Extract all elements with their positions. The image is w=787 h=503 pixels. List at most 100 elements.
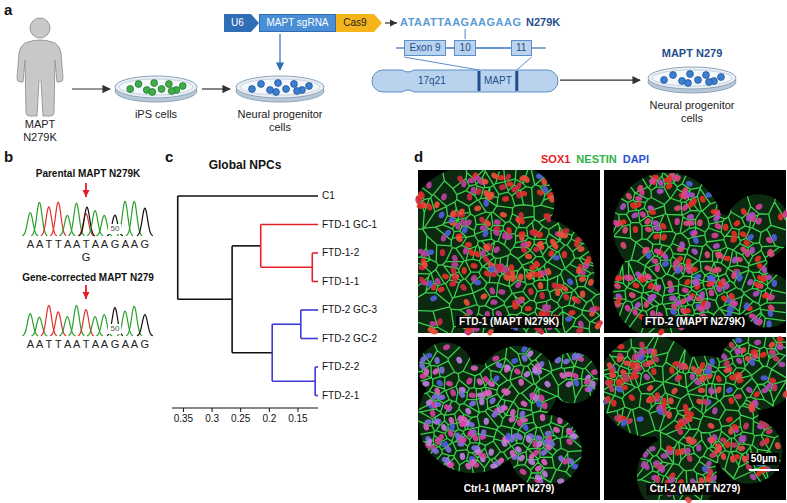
nucleus <box>723 367 731 374</box>
nucleus <box>440 193 447 202</box>
nucleus <box>698 387 705 393</box>
shape-area <box>642 63 742 97</box>
alternate-base: G <box>82 251 91 264</box>
cell-sphere <box>165 81 172 88</box>
nucleus <box>481 178 490 185</box>
cell-colony <box>602 335 787 503</box>
nucleus <box>737 445 745 452</box>
nucleus <box>514 445 523 454</box>
cell-sphere <box>275 80 282 87</box>
nucleus <box>776 335 784 342</box>
dendrogram-branch <box>315 395 318 397</box>
arrow-head <box>390 20 397 27</box>
nucleus <box>630 211 639 219</box>
nucleus <box>622 226 629 234</box>
trace-peak <box>50 312 66 336</box>
trace-peak <box>68 305 84 335</box>
nucleus <box>589 307 597 313</box>
dish-rim <box>648 67 736 89</box>
nucleus <box>506 226 513 234</box>
nucleus <box>520 399 529 408</box>
position-number: 50 <box>108 324 121 334</box>
nucleus <box>474 205 482 212</box>
nucleus <box>429 409 436 417</box>
dendrogram-branch <box>261 266 313 268</box>
nucleus <box>535 173 544 180</box>
nucleus <box>752 390 761 399</box>
shape-outline <box>418 337 600 500</box>
nucleus <box>776 345 783 351</box>
nucleus <box>518 273 524 281</box>
nucleus <box>426 181 432 188</box>
nucleus <box>571 463 579 469</box>
nucleus <box>468 400 477 408</box>
nucleus <box>716 280 724 289</box>
nucleus <box>549 238 557 247</box>
nucleus <box>774 441 781 449</box>
nucleus <box>509 449 516 457</box>
nucleus <box>454 432 461 440</box>
nucleus <box>704 368 713 376</box>
nucleus <box>616 377 625 385</box>
nucleus <box>777 213 783 221</box>
cell-colony <box>418 337 600 500</box>
nucleus <box>463 298 471 307</box>
nucleus <box>424 352 433 360</box>
stain-name: SOX1 <box>541 153 570 166</box>
nucleus <box>651 368 657 375</box>
node-label: MAPT N279 <box>662 47 723 60</box>
nucleus <box>552 255 559 261</box>
chromosome-outline <box>372 70 558 92</box>
trace-peak <box>31 202 47 235</box>
nucleus <box>427 327 435 333</box>
nucleus <box>661 252 670 261</box>
nucleus <box>661 407 668 416</box>
nucleus <box>654 264 661 272</box>
nucleus <box>613 281 622 290</box>
nucleus <box>615 355 624 363</box>
nucleus <box>624 304 632 313</box>
nucleus <box>738 436 744 443</box>
nucleus <box>429 294 438 302</box>
shape-outline <box>112 72 200 106</box>
guide-arrow <box>385 20 397 27</box>
cell-sphere <box>151 80 158 87</box>
cell-sphere <box>149 89 156 96</box>
nucleus <box>765 382 774 391</box>
nucleus <box>520 345 529 354</box>
chromatogram <box>22 201 153 236</box>
cytoplasm <box>418 170 600 333</box>
scale-label: 50μm <box>749 453 779 465</box>
nucleus <box>701 398 710 407</box>
node-label: Exon 9 <box>409 43 440 53</box>
nucleus <box>562 293 571 302</box>
nucleus <box>516 298 525 306</box>
shape-area <box>112 72 200 106</box>
nucleus <box>679 297 688 305</box>
micrograph: Ctrl-2 (MAPT N279) <box>604 337 786 500</box>
nucleus <box>654 392 660 400</box>
nucleus <box>745 386 754 395</box>
nucleus <box>557 417 563 424</box>
cell-sphere <box>661 77 668 84</box>
nucleus <box>739 230 748 238</box>
nucleus <box>644 226 653 233</box>
nucleus <box>480 429 487 437</box>
nucleus <box>681 186 690 195</box>
nucleus <box>708 289 714 297</box>
nucleus <box>635 196 642 202</box>
node-label: Cas9 <box>343 18 366 28</box>
nucleus <box>714 251 721 259</box>
nucleus <box>712 214 721 223</box>
dendrogram-branch <box>261 224 318 226</box>
scale-bar <box>749 469 779 471</box>
cell-sphere <box>670 72 677 79</box>
nucleus <box>522 423 530 432</box>
dendrogram-branch <box>314 367 316 396</box>
nucleus <box>748 358 757 367</box>
nucleus <box>455 235 464 244</box>
dish-rim <box>115 76 197 98</box>
nucleus <box>660 453 668 459</box>
nucleus <box>723 224 729 231</box>
nucleus <box>531 366 538 374</box>
